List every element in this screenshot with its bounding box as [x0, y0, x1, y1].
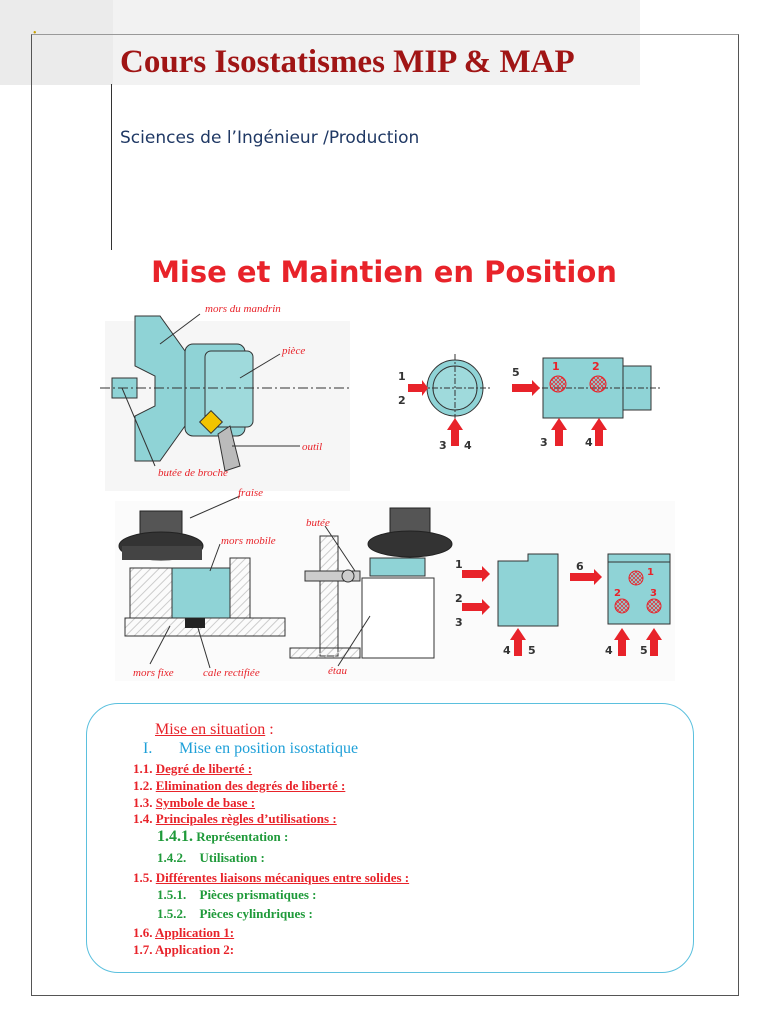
num-3b: 3: [540, 436, 548, 449]
corner-marker: •: [33, 28, 37, 39]
label-cale-rectifiee: cale rectifiée: [203, 667, 260, 679]
toc-item[interactable]: 1.2. Elimination des degrés de liberté :: [133, 778, 346, 793]
label-fraise: fraise: [238, 487, 263, 499]
toc-part-1: I. Mise en position isostatique: [143, 740, 358, 758]
toc-part-num: I.: [143, 740, 153, 757]
label-piece: pièce: [281, 345, 305, 357]
toc-item[interactable]: 1.5.1. Pièces prismatiques :: [157, 887, 317, 902]
num-1b: 1: [552, 360, 560, 373]
num-2d: 2: [614, 588, 621, 599]
cylinder-end-view: [408, 354, 490, 446]
toc-item[interactable]: 1.4.2. Utilisation :: [157, 850, 265, 865]
label-etau: étau: [328, 665, 347, 677]
toc-part-title[interactable]: Mise en position isostatique: [179, 740, 359, 757]
toc-intro-link[interactable]: Mise en situation: [155, 721, 266, 738]
label-mors-mandrin: mors du mandrin: [205, 303, 281, 315]
prism-view-2: [570, 553, 671, 656]
num-1c: 1: [455, 558, 463, 571]
num-1a: 1: [398, 370, 406, 383]
page-frame: [31, 34, 739, 996]
label-butee-broche: butée de broche: [158, 467, 228, 479]
num-4c: 4: [503, 644, 511, 657]
toc-item[interactable]: 1.5. Différentes liaisons mécaniques ent…: [133, 870, 410, 885]
toc-item[interactable]: 1.4. Principales règles d’utilisations :: [133, 811, 337, 826]
top-band-left: [0, 0, 113, 85]
num-2a: 2: [398, 394, 406, 407]
toc-item[interactable]: 1.3. Symbole de base :: [133, 795, 256, 810]
margin-line: [111, 84, 112, 250]
num-5d: 5: [640, 644, 648, 657]
num-5c: 5: [528, 644, 536, 657]
label-outil: outil: [302, 441, 322, 453]
milling-setup-1: [118, 510, 286, 637]
toc-item[interactable]: 1.7. Application 2:: [133, 942, 235, 957]
num-4d: 4: [605, 644, 613, 657]
toc-item[interactable]: 1.6. Application 1:: [133, 925, 235, 940]
toc-box: Mise en situation : I. Mise en position i…: [86, 703, 694, 973]
toc-intro: Mise en situation :: [155, 721, 274, 738]
num-4a: 4: [464, 439, 472, 452]
toc-item[interactable]: 1.1. Degré de liberté :: [133, 761, 253, 776]
label-mors-mobile: mors mobile: [221, 535, 276, 547]
label-mors-fixe: mors fixe: [133, 667, 174, 679]
num-2b: 2: [592, 360, 600, 373]
num-3a: 3: [439, 439, 447, 452]
num-3d: 3: [650, 588, 657, 599]
num-1d: 1: [647, 567, 654, 578]
num-4b: 4: [585, 436, 593, 449]
prism-view-1: [462, 553, 559, 656]
toc-item[interactable]: 1.5.2. Pièces cylindriques :: [157, 906, 313, 921]
lathe-chuck: [100, 315, 350, 472]
mechanical-figure: mors du mandrin pièce outil butée de bro…: [100, 303, 675, 681]
milling-leaders: [149, 495, 241, 669]
lathe-leaders: [121, 313, 300, 467]
cylinder-side-view: [512, 357, 660, 446]
num-6: 6: [576, 560, 584, 573]
page-subtitle: Sciences de l’Ingénieur /Production: [120, 128, 420, 148]
num-5a: 5: [512, 366, 520, 379]
toc-item[interactable]: 1.4.1. Représentation :: [157, 828, 289, 845]
milling-setup-2: [289, 507, 453, 659]
section-heading: Mise et Maintien en Position: [151, 255, 617, 289]
label-butee: butée: [306, 517, 330, 529]
num-3c: 3: [455, 616, 463, 629]
page-title: Cours Isostatismes MIP & MAP: [120, 44, 575, 80]
num-2c: 2: [455, 592, 463, 605]
